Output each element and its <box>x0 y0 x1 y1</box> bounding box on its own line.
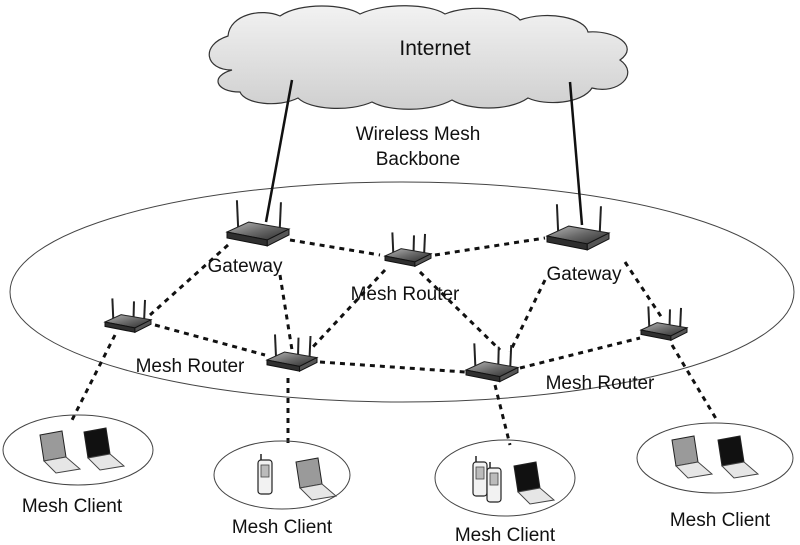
antenna <box>111 298 115 320</box>
wireless-router-icon <box>639 306 689 342</box>
client-ellipse <box>2 414 154 486</box>
client-link <box>670 344 720 423</box>
router-side <box>414 252 432 268</box>
laptop-screen <box>717 435 745 467</box>
client-label: Mesh Client <box>455 525 556 545</box>
wireless-router-icon <box>103 298 153 334</box>
router-side <box>134 318 152 334</box>
internet-cloud: Internet <box>208 5 629 110</box>
router-side <box>670 326 688 342</box>
mesh-link <box>154 323 266 357</box>
mesh-link <box>623 261 664 319</box>
wireless-router-icon <box>464 343 520 383</box>
mesh-link <box>289 238 381 257</box>
antenna <box>509 344 513 369</box>
laptop-screen <box>513 461 541 493</box>
gateway-router-icon <box>225 200 291 247</box>
uplink-line <box>264 79 294 223</box>
laptop-keyboard <box>86 453 126 471</box>
router-label: Mesh Router <box>136 356 245 377</box>
router-side <box>586 232 610 251</box>
mesh-link <box>434 236 546 257</box>
antenna <box>143 299 147 321</box>
antenna <box>555 204 560 233</box>
client-label: Mesh Client <box>22 496 123 517</box>
antenna <box>235 200 240 229</box>
client-ellipse <box>636 422 794 494</box>
backbone-ellipse <box>9 181 795 403</box>
pda-screen <box>489 472 499 486</box>
wireless-router-icon <box>383 232 433 268</box>
gateway-label: Gateway <box>547 264 622 285</box>
client-group: Mesh Client <box>434 439 576 545</box>
laptop-icon <box>671 435 714 479</box>
client-ellipse <box>434 439 576 517</box>
antenna <box>679 307 683 329</box>
client-ellipse <box>213 440 351 510</box>
router-side <box>499 366 519 383</box>
laptop-keyboard <box>42 456 82 474</box>
client-label: Mesh Client <box>232 517 333 538</box>
antenna <box>278 202 282 231</box>
mesh-links <box>70 236 720 446</box>
antenna <box>297 337 300 357</box>
client-group: Mesh Client <box>2 414 154 517</box>
router-label: Mesh Router <box>351 284 460 305</box>
mesh-link <box>148 243 230 317</box>
laptop-screen <box>39 430 67 462</box>
mesh-link <box>418 270 502 352</box>
cloud-label: Internet <box>399 37 470 60</box>
laptop-keyboard <box>516 487 556 505</box>
wireless-router-icon <box>265 334 319 373</box>
laptop-screen <box>671 435 699 467</box>
laptop-screen <box>295 457 323 489</box>
client-group: Mesh Client <box>213 440 351 538</box>
antenna <box>308 335 312 359</box>
gateway-label: Gateway <box>208 256 283 277</box>
antenna <box>423 233 427 255</box>
pda-screen <box>475 466 485 480</box>
backbone-label-line1: Wireless Mesh <box>356 124 481 145</box>
client-link <box>70 334 117 421</box>
mesh-link <box>319 360 466 374</box>
pda-icon <box>257 454 273 495</box>
antenna <box>391 232 395 254</box>
client-link <box>493 384 512 446</box>
laptop-icon <box>295 457 338 501</box>
mesh-link <box>508 279 547 353</box>
laptop-icon <box>39 430 82 474</box>
backbone-label-line2: Backbone <box>376 149 461 170</box>
client-label: Mesh Client <box>670 510 771 531</box>
uplink-line <box>568 81 584 226</box>
antenna <box>274 334 277 357</box>
antenna <box>598 206 602 235</box>
laptop-icon <box>513 461 556 505</box>
laptop-icon <box>83 427 126 471</box>
router-label: Mesh Router <box>546 373 655 394</box>
pda-screen <box>260 464 270 478</box>
antenna <box>647 306 651 328</box>
client-group: Mesh Client <box>636 422 794 531</box>
pda-icon <box>486 462 502 503</box>
antenna <box>497 346 500 367</box>
cloud-icon <box>208 5 629 110</box>
laptop-keyboard <box>674 461 714 479</box>
mesh-link <box>308 268 387 352</box>
device-layer <box>103 200 689 383</box>
antenna <box>473 343 477 367</box>
router-side <box>266 228 290 247</box>
gateway-router-icon <box>545 204 611 251</box>
laptop-screen <box>83 427 111 459</box>
laptop-keyboard <box>720 461 760 479</box>
mesh-link <box>519 336 641 370</box>
pda-icon <box>472 456 488 497</box>
router-side <box>299 356 318 373</box>
mesh-link <box>278 274 294 351</box>
laptop-icon <box>717 435 760 479</box>
laptop-keyboard <box>298 483 338 501</box>
